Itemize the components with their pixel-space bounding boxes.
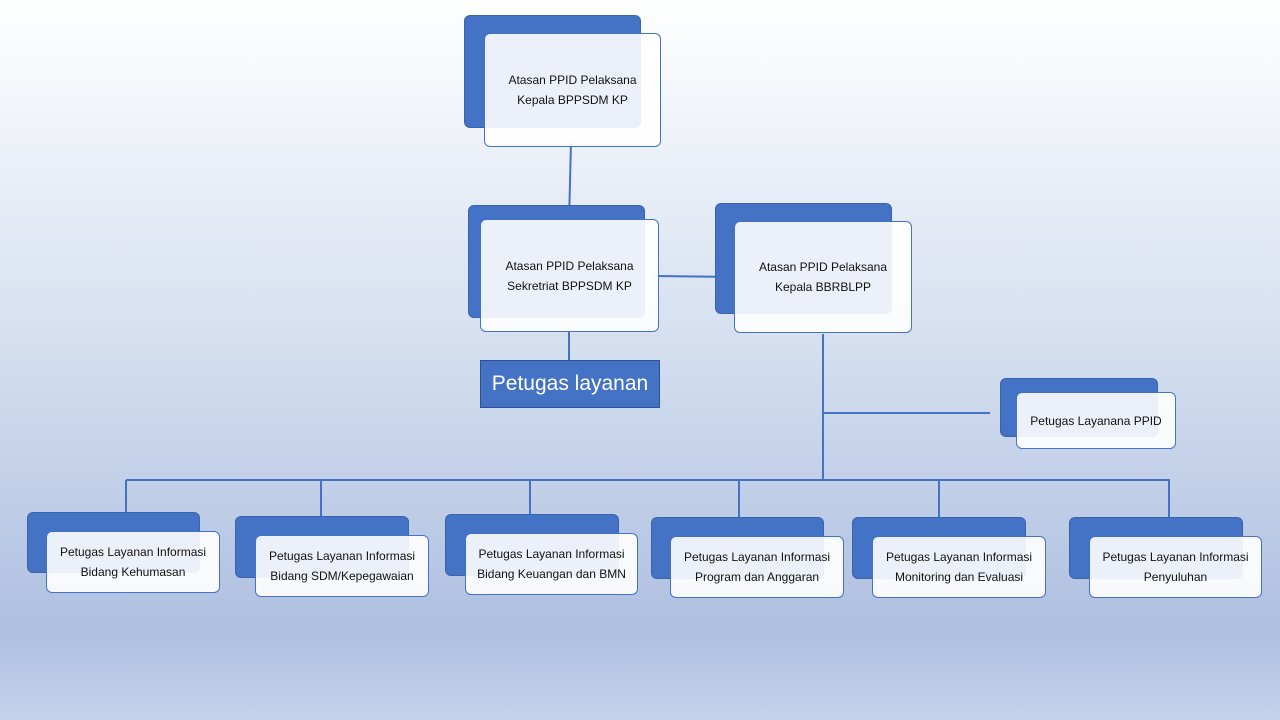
node-subtitle: Bidang Keuangan dan BMN: [477, 567, 626, 581]
node-kehumasan: Petugas Layanan Informasi Bidang Kehumas…: [27, 512, 221, 594]
node-card: Atasan PPID Pelaksana Sekretriat BPPSDM …: [480, 219, 659, 332]
node-title: Petugas Layanan Informasi: [885, 550, 1033, 564]
node-penyuluhan: Petugas Layanan Informasi Penyuluhan: [1069, 517, 1263, 599]
node-title: Atasan PPID Pelaksana: [758, 260, 888, 274]
node-petugas-ppid: Petugas Layanana PPID: [1000, 378, 1177, 450]
node-sekretariat: Atasan PPID Pelaksana Sekretriat BPPSDM …: [468, 205, 660, 333]
node-subtitle: Monitoring dan Evaluasi: [894, 570, 1024, 584]
petugas-layanan-label: Petugas layanan: [480, 360, 660, 408]
node-card: Petugas Layanan Informasi Penyuluhan: [1089, 536, 1262, 598]
node-title: Petugas Layanan Informasi: [59, 545, 207, 559]
node-title: Petugas Layanan Informasi: [1102, 550, 1249, 564]
node-subtitle: Sekretriat BPPSDM KP: [507, 278, 632, 293]
node-sdm-kepegawaian: Petugas Layanan Informasi Bidang SDM/Kep…: [235, 516, 430, 598]
node-card: Petugas Layanana PPID: [1016, 392, 1176, 449]
node-monitoring-evaluasi: Petugas Layanan Informasi Monitoring dan…: [852, 517, 1047, 599]
node-subtitle: Bidang SDM/Kepegawaian: [270, 569, 414, 583]
node-card: Petugas Layanan Informasi Program dan An…: [670, 536, 844, 598]
node-subtitle: Kepala BPPSDM KP: [517, 93, 628, 107]
node-title: Petugas Layanana PPID: [1030, 413, 1162, 428]
node-subtitle: Penyuluhan: [1143, 570, 1208, 584]
node-kepala-bppsdm: Atasan PPID Pelaksana Kepala BPPSDM KP: [464, 15, 662, 148]
node-card: Petugas Layanan Informasi Bidang Kehumas…: [46, 531, 220, 593]
node-keuangan-bmn: Petugas Layanan Informasi Bidang Keuanga…: [445, 514, 639, 596]
node-program-anggaran: Petugas Layanan Informasi Program dan An…: [651, 517, 845, 599]
node-card: Petugas Layanan Informasi Bidang Keuanga…: [465, 533, 638, 595]
node-subtitle: Kepala BBRBLPP: [774, 280, 872, 294]
node-card: Atasan PPID Pelaksana Kepala BBRBLPP: [734, 221, 912, 333]
node-subtitle: Bidang Kehumasan: [80, 565, 186, 579]
node-card: Petugas Layanan Informasi Bidang SDM/Kep…: [255, 535, 429, 597]
node-subtitle: Program dan Anggaran: [694, 570, 820, 584]
node-kepala-bbrblpp: Atasan PPID Pelaksana Kepala BBRBLPP: [715, 203, 913, 334]
node-title: Petugas Layanan Informasi: [478, 547, 625, 561]
node-card: Petugas Layanan Informasi Monitoring dan…: [872, 536, 1046, 598]
node-title: Atasan PPID Pelaksana: [505, 258, 634, 273]
node-title: Petugas Layanan Informasi: [683, 550, 831, 564]
node-title: Atasan PPID Pelaksana: [508, 73, 637, 87]
node-title: Petugas Layanan Informasi: [268, 549, 416, 563]
node-card: Atasan PPID Pelaksana Kepala BPPSDM KP: [484, 33, 661, 147]
